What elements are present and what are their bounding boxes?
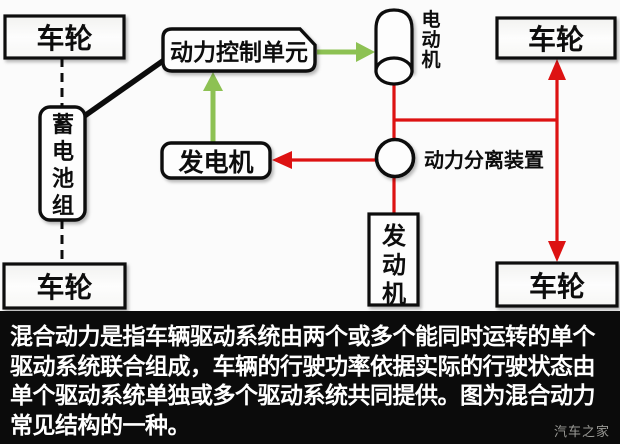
power-split-device-circle — [374, 137, 416, 179]
red-arrowhead-down-icon — [548, 241, 566, 262]
watermark-autohome: 汽车之家 — [553, 425, 610, 440]
caption-panel: 混合动力是指车辆驱动系统由两个或多个能同时运转的单个 驱动系统联合组成，车辆的行… — [0, 311, 620, 444]
wheel-box-bottom-left — [2, 262, 127, 310]
diagram-canvas: 车轮 车轮 车轮 车轮 动力控制单元 电动机 蓄电池组 发电机 动力分离装置 发… — [2, 8, 619, 310]
caption-line-4: 常见结构的一种。 — [10, 412, 191, 439]
wheel-box-top-left — [3, 14, 126, 60]
link-battery-to-pcu — [81, 55, 169, 120]
generator-box — [160, 141, 272, 180]
green-arrowhead-right-icon — [356, 42, 375, 62]
engine-box — [367, 212, 420, 307]
diagram-shapes — [2, 8, 619, 310]
red-arrowhead-left-icon — [272, 151, 292, 169]
wheel-box-bottom-right — [495, 261, 619, 308]
caption-line-2: 驱动系统联合组成，车辆的行驶功率依据实际的行驶状态由 — [10, 353, 596, 380]
red-arrowhead-up-icon — [548, 59, 566, 80]
caption-line-1: 混合动力是指车辆驱动系统由两个或多个能同时运转的单个 — [10, 324, 596, 350]
motor-cylinder-body — [374, 8, 414, 73]
power-control-unit-box — [161, 27, 317, 73]
motor-cylinder-base — [374, 56, 414, 86]
battery-pack-box — [38, 105, 87, 222]
wheel-box-top-right — [495, 16, 617, 60]
caption-line-3: 单个驱动系统单独或多个驱动系统共同提供。图为混合动力 — [10, 383, 596, 409]
green-arrowhead-up-icon — [203, 72, 223, 91]
